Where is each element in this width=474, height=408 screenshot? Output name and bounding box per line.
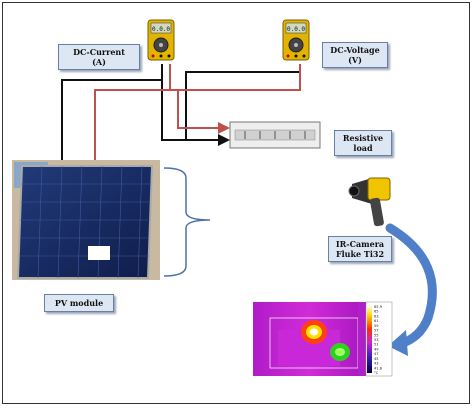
thermal-scale-tick: 51 <box>374 343 379 347</box>
thermal-scale-tick: 45 <box>374 357 379 361</box>
dc-current-unit: (A) <box>92 57 106 67</box>
pv-module-image <box>12 160 160 280</box>
thermal-scale-tick: 41.6 <box>374 366 383 370</box>
dc-current-title: DC-Current <box>73 47 125 57</box>
resistive-load-line1: Resistive <box>342 133 384 143</box>
resistive-load-icon <box>229 121 321 149</box>
dc-voltage-unit: (V) <box>348 55 362 65</box>
thermal-scale-tick: °C <box>374 371 379 375</box>
thermal-scale-tick: 43 <box>374 362 379 366</box>
dc-voltage-label: DC-Voltage (V) <box>322 42 388 68</box>
pv-module-label: PV module <box>44 294 114 312</box>
thermal-scale-tick: 65 <box>374 310 379 314</box>
dc-current-label: DC-Current (A) <box>58 44 140 70</box>
ir-camera-label: IR-Camera Fluke Ti32 <box>328 236 392 262</box>
thermal-scale-tick: 47 <box>374 352 379 356</box>
pv-module-text: PV module <box>54 298 104 308</box>
current-readout: 0.0.0 <box>152 26 170 33</box>
thermal-scale-tick: 61 <box>374 319 379 323</box>
thermal-scale-tick: 53 <box>374 338 379 342</box>
multimeter-voltage-icon: 0.0.0 <box>282 19 310 61</box>
voltage-readout: 0.0.0 <box>287 26 305 33</box>
thermal-scale-tick: 55 <box>374 333 379 337</box>
thermal-scale-tick: 65.9 <box>374 305 383 309</box>
resistive-load-label: Resistive load <box>334 130 392 156</box>
thermal-scale-tick: 63 <box>374 314 379 318</box>
module-bracket <box>163 167 211 277</box>
thermal-scale-tick: 57 <box>374 329 379 333</box>
thermal-scale-tick: 49 <box>374 347 379 351</box>
curved-arrow <box>385 223 437 356</box>
ir-camera-line1: IR-Camera <box>335 239 385 249</box>
red-wires <box>94 64 301 160</box>
dc-voltage-title: DC-Voltage <box>330 45 380 55</box>
ir-camera-icon <box>348 177 391 227</box>
thermal-scale-tick: 59 <box>374 324 379 328</box>
ir-camera-line2: Fluke Ti32 <box>335 249 385 259</box>
multimeter-current-icon: 0.0.0 <box>147 19 175 61</box>
outer-frame <box>2 2 470 404</box>
resistive-load-line2: load <box>353 143 373 153</box>
